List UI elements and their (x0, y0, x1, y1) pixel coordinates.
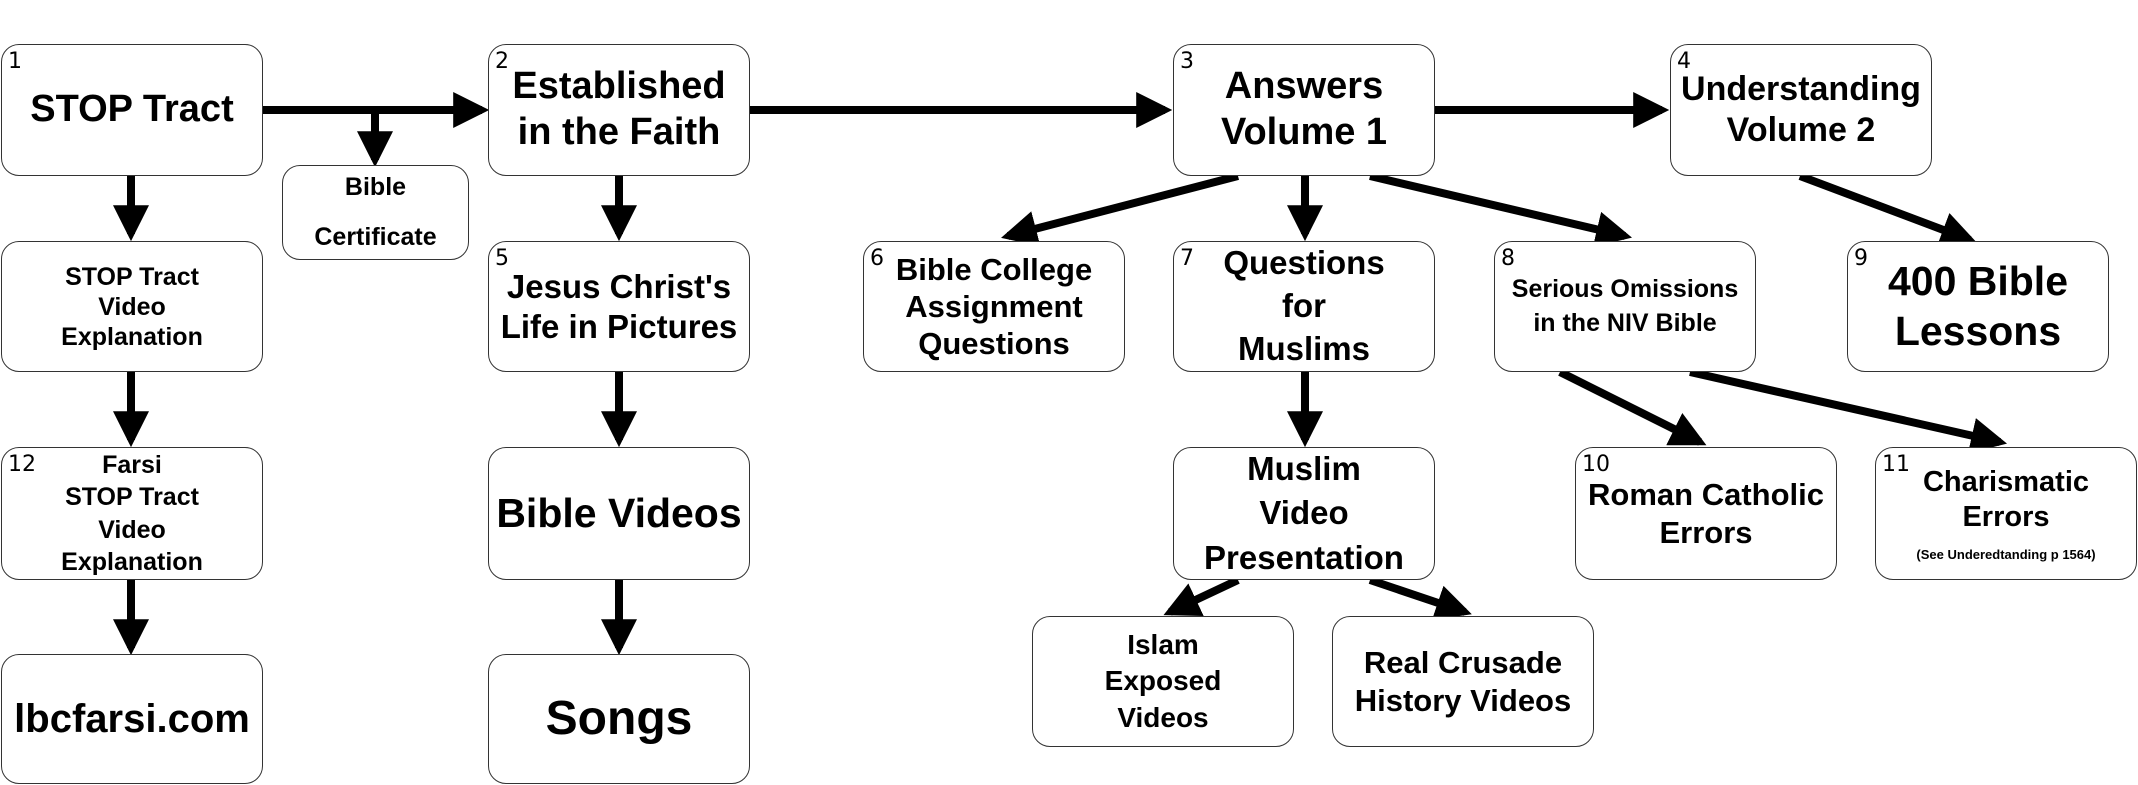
node-understanding-volume-2: 4 Understanding Volume 2 (1670, 44, 1932, 176)
node-label: STOP Tract (30, 88, 234, 131)
node-lbcfarsi-com: lbcfarsi.com (1, 654, 263, 784)
node-number: 6 (870, 246, 884, 271)
node-label: Farsi STOP Tract Video Explanation (61, 450, 203, 577)
node-number: 12 (8, 452, 36, 477)
node-label: Islam Exposed Videos (1104, 628, 1222, 733)
node-label: Bible Certificate (314, 173, 437, 251)
arrow-omissions-to-charismatic (1689, 368, 2008, 454)
node-label-group: Charismatic Errors (See Underedtanding p… (1876, 465, 2136, 562)
node-label: Bible College Assignment Questions (895, 251, 1093, 362)
node-label: STOP Tract Video Explanation (61, 262, 203, 351)
node-number: 11 (1882, 452, 1910, 477)
arrow-muslim-video-to-crusade (1368, 576, 1472, 620)
node-stop-tract: 1 STOP Tract (1, 44, 263, 176)
arrow-understanding-to-lessons (1798, 172, 1977, 247)
node-label: Charismatic Errors (1922, 466, 2089, 533)
arrow-answers-to-bible-college (1001, 172, 1240, 247)
node-bible-videos: Bible Videos (488, 447, 750, 580)
node-label: Songs (545, 692, 693, 746)
node-number: 7 (1180, 246, 1194, 271)
node-muslim-video-presentation: Muslim Video Presentation (1173, 447, 1435, 580)
node-number: 2 (495, 49, 509, 74)
node-number: 3 (1180, 49, 1194, 74)
node-established-in-the-faith: 2 Established in the Faith (488, 44, 750, 176)
node-number: 9 (1854, 246, 1868, 271)
node-label: Serious Omissions in the NIV Bible (1511, 274, 1739, 337)
node-label: Established in the Faith (512, 65, 726, 153)
node-number: 1 (8, 49, 22, 74)
node-charismatic-errors: 11 Charismatic Errors (See Underedtandin… (1875, 447, 2137, 580)
node-number: 10 (1582, 452, 1610, 477)
node-label: Muslim Video Presentation (1204, 449, 1404, 576)
node-number: 8 (1501, 246, 1515, 271)
node-answers-volume-1: 3 Answers Volume 1 (1173, 44, 1435, 176)
node-label: Answers Volume 1 (1220, 65, 1388, 153)
node-questions-for-muslims: 7 Questions for Muslims (1173, 241, 1435, 372)
node-bible-certificate: Bible Certificate (282, 165, 469, 260)
node-serious-omissions-in-the-niv-bible: 8 Serious Omissions in the NIV Bible (1494, 241, 1756, 372)
node-roman-catholic-errors: 10 Roman Catholic Errors (1575, 447, 1837, 580)
node-bible-college-assignment-questions: 6 Bible College Assignment Questions (863, 241, 1125, 372)
node-real-crusade-history-videos: Real Crusade History Videos (1332, 616, 1594, 747)
node-label: Questions for Muslims (1223, 244, 1385, 367)
arrow-answers-to-omissions (1369, 172, 1633, 247)
node-400-bible-lessons: 9 400 Bible Lessons (1847, 241, 2109, 372)
node-stop-tract-video-explanation: STOP Tract Video Explanation (1, 241, 263, 372)
node-songs: Songs (488, 654, 750, 784)
arrow-muslim-video-to-islam (1163, 576, 1240, 617)
node-label: Roman Catholic Errors (1588, 477, 1824, 550)
node-jesus-christs-life-in-pictures: 5 Jesus Christ's Life in Pictures (488, 241, 750, 372)
node-label: Jesus Christ's Life in Pictures (500, 267, 738, 345)
node-label: lbcfarsi.com (14, 697, 250, 741)
node-note: (See Underedtanding p 1564) (1916, 546, 2096, 562)
node-number: 4 (1677, 49, 1691, 74)
node-islam-exposed-videos: Islam Exposed Videos (1032, 616, 1294, 747)
arrow-omissions-to-roman (1558, 368, 1707, 446)
node-number: 5 (495, 246, 509, 271)
node-label: Real Crusade History Videos (1354, 645, 1572, 718)
node-farsi-stop-tract-video-explanation: 12 Farsi STOP Tract Video Explanation (1, 447, 263, 580)
node-label: Understanding Volume 2 (1681, 70, 1921, 149)
node-label: 400 Bible Lessons (1887, 258, 2069, 354)
node-label: Bible Videos (496, 489, 742, 536)
